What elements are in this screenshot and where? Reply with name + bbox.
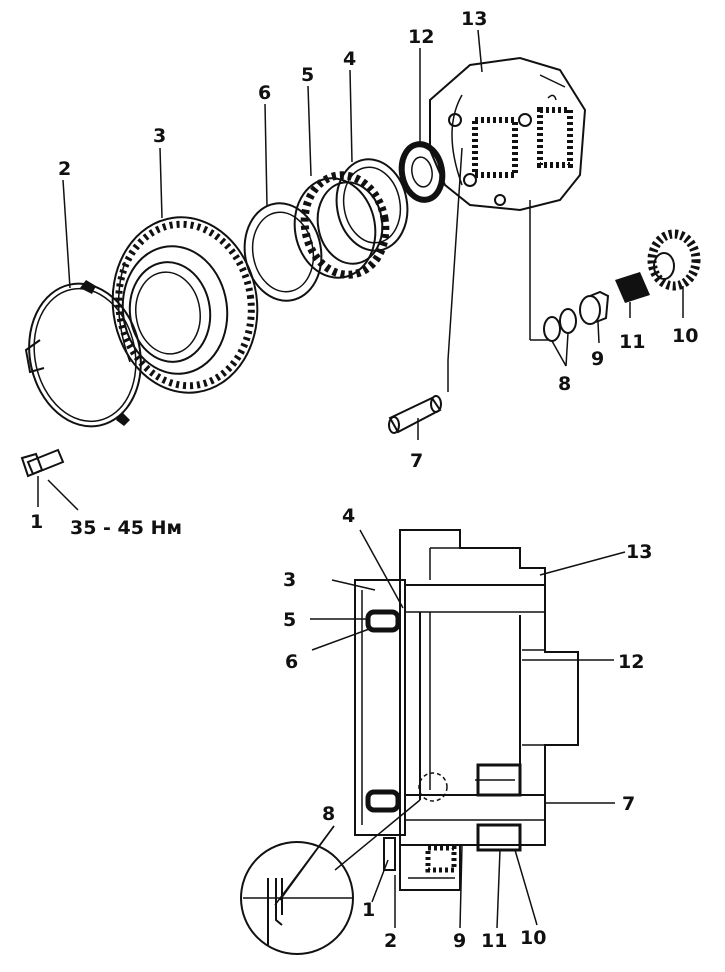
section-label-part-5: 5 bbox=[283, 609, 296, 631]
part-13-planet-carrier bbox=[429, 56, 587, 212]
section-label-part-11: 11 bbox=[481, 930, 507, 952]
section-label-part-6: 6 bbox=[285, 651, 298, 673]
part-7-pin bbox=[388, 147, 463, 434]
label-part-12: 12 bbox=[408, 26, 434, 48]
part-11-needle-bearing bbox=[615, 272, 650, 303]
part-2-snap-ring bbox=[24, 280, 142, 428]
label-part-10: 10 bbox=[672, 325, 698, 347]
part-9-washer bbox=[579, 290, 610, 325]
label-part-8: 8 bbox=[558, 373, 571, 395]
leader-lines-top bbox=[37, 29, 684, 511]
section-label-part-1: 1 bbox=[362, 899, 375, 921]
callout-labels: 2 3 6 5 4 12 13 7 8 9 11 10 1 35 - 45 Нм… bbox=[30, 8, 698, 952]
leader-lines-bottom bbox=[274, 529, 626, 929]
label-part-2: 2 bbox=[58, 158, 71, 180]
section-label-part-2: 2 bbox=[384, 930, 397, 952]
section-label-part-9: 9 bbox=[453, 930, 466, 952]
part-3-ring-gear bbox=[111, 216, 259, 394]
label-part-7: 7 bbox=[410, 450, 423, 472]
section-label-part-8: 8 bbox=[322, 803, 335, 825]
label-part-1: 1 bbox=[30, 511, 43, 533]
section-label-part-13: 13 bbox=[626, 541, 652, 563]
section-label-part-4: 4 bbox=[342, 505, 355, 527]
part-8-washers bbox=[543, 308, 577, 342]
part-12-thrust-bearing bbox=[398, 141, 446, 203]
label-part-11: 11 bbox=[619, 331, 645, 353]
part-6-thrust-washer bbox=[243, 202, 323, 302]
section-label-part-12: 12 bbox=[618, 651, 644, 673]
section-label-part-3: 3 bbox=[283, 569, 296, 591]
section-label-part-10: 10 bbox=[520, 927, 546, 949]
label-part-13: 13 bbox=[461, 8, 487, 30]
label-part-3: 3 bbox=[153, 125, 166, 147]
section-label-part-7: 7 bbox=[622, 793, 635, 815]
label-part-9: 9 bbox=[591, 348, 604, 370]
part-1-bolt bbox=[20, 448, 65, 478]
part-4-thrust-washer bbox=[335, 158, 409, 252]
label-part-4: 4 bbox=[343, 48, 356, 70]
detail-magnifier-8 bbox=[240, 799, 421, 955]
part-5-needle-bearing bbox=[293, 171, 390, 279]
label-part-6: 6 bbox=[258, 82, 271, 104]
part-10-pinion-gear bbox=[647, 229, 701, 291]
label-part-5: 5 bbox=[301, 64, 314, 86]
assembly-cross-section bbox=[354, 529, 579, 891]
torque-spec: 35 - 45 Нм bbox=[70, 517, 182, 539]
